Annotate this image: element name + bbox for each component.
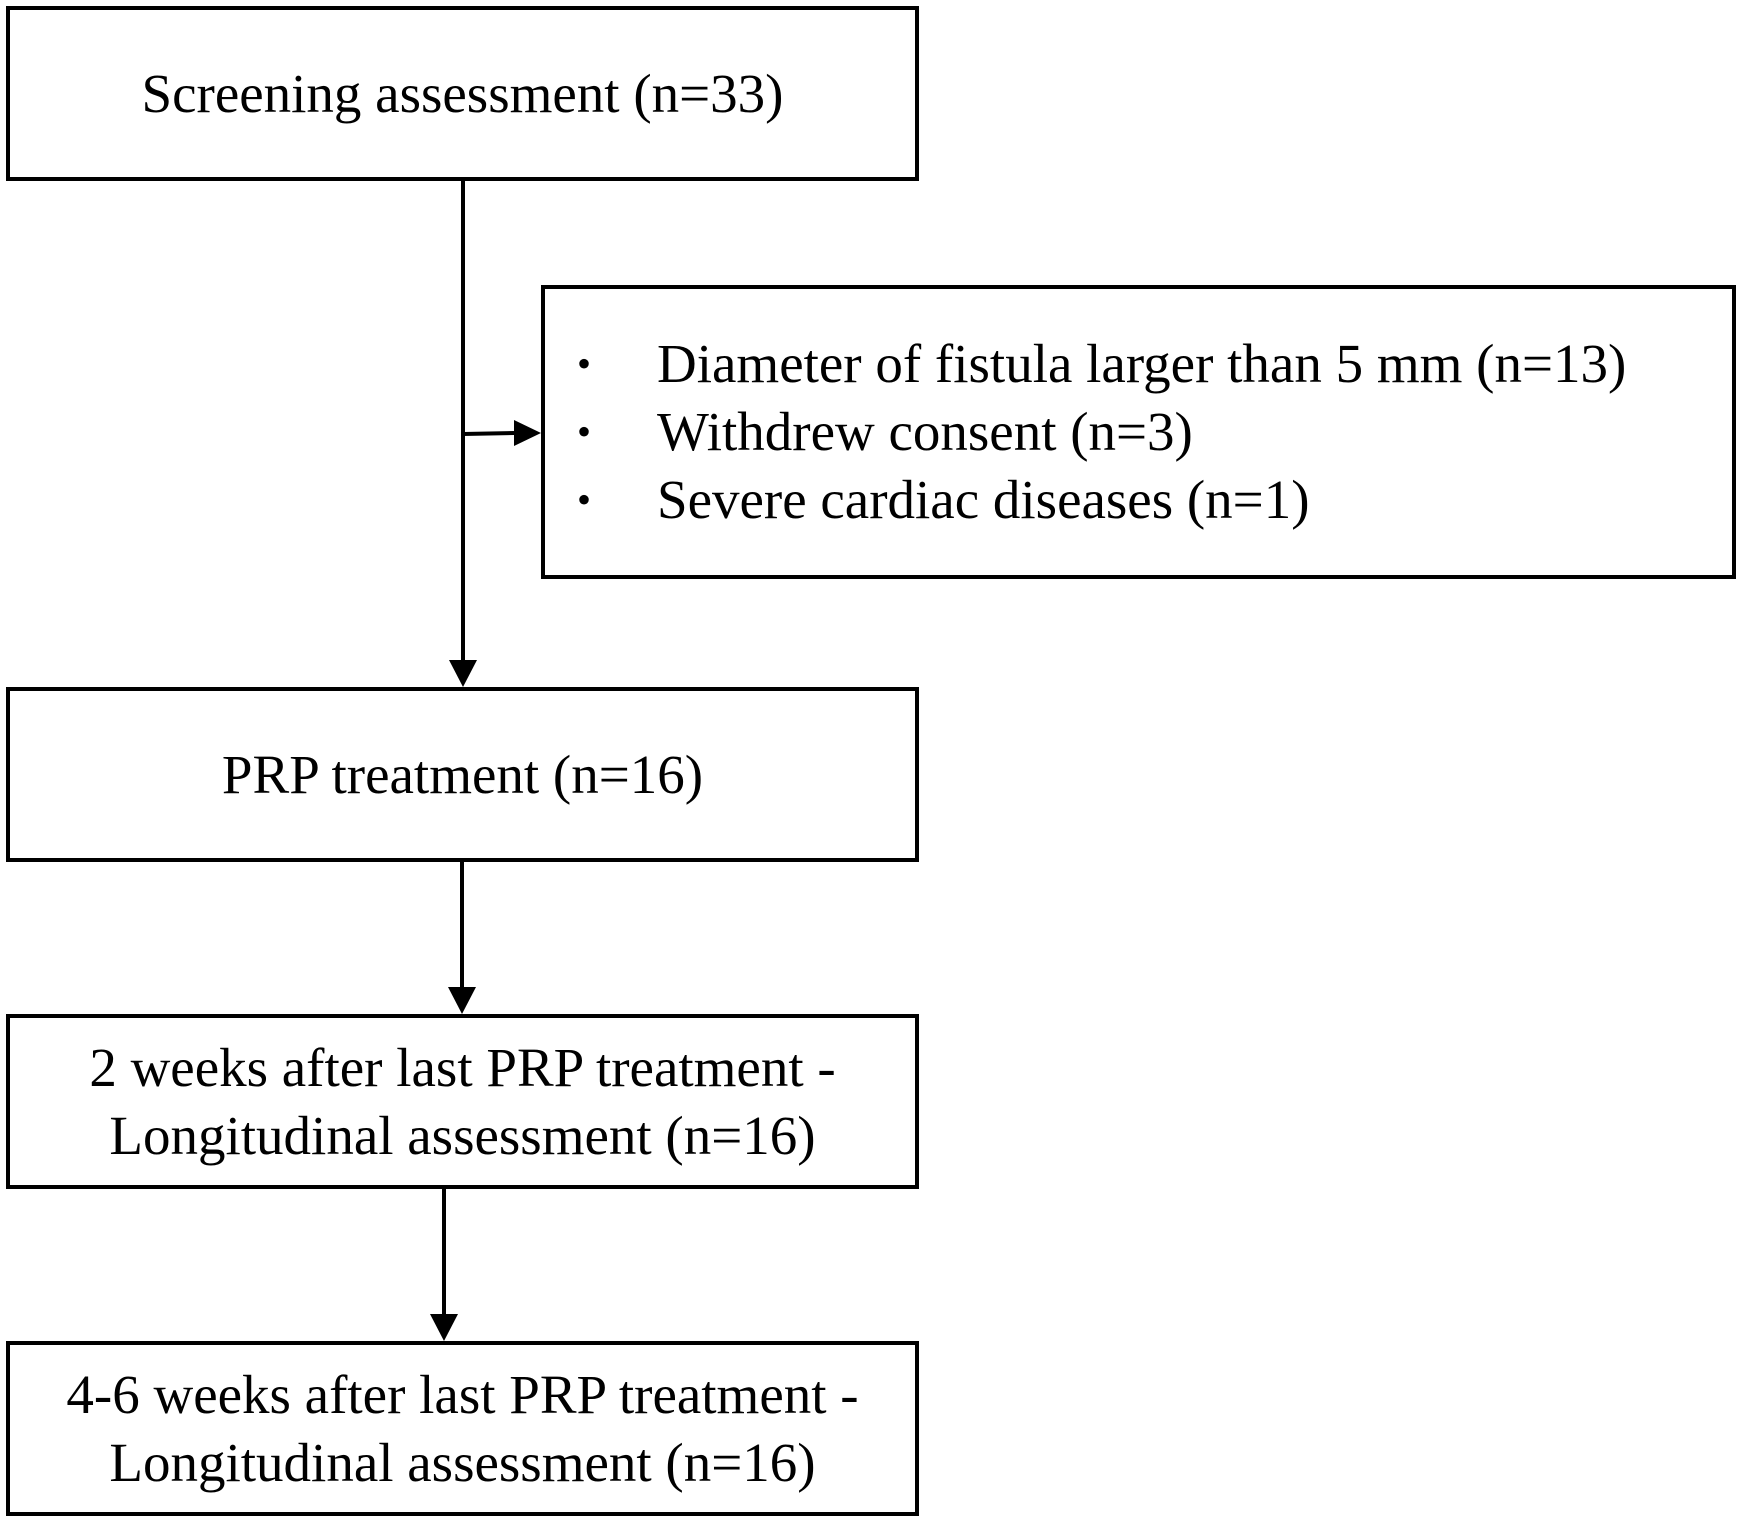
exclusion-item: • Withdrew consent (n=3) bbox=[577, 398, 1626, 466]
arrowhead-prp bbox=[449, 660, 477, 687]
screening-box: Screening assessment (n=33) bbox=[6, 6, 919, 181]
two-weeks-box: 2 weeks after last PRP treatment - Longi… bbox=[6, 1014, 919, 1189]
exclusion-list: • Diameter of fistula larger than 5 mm (… bbox=[545, 330, 1626, 534]
two-weeks-line1: 2 weeks after last PRP treatment - bbox=[89, 1036, 836, 1098]
exclusion-box: • Diameter of fistula larger than 5 mm (… bbox=[541, 285, 1736, 579]
four-to-six-weeks-line1: 4-6 weeks after last PRP treatment - bbox=[66, 1363, 859, 1425]
prp-treatment-label: PRP treatment (n=16) bbox=[221, 743, 704, 805]
four-to-six-weeks-line2: Longitudinal assessment (n=16) bbox=[109, 1431, 816, 1493]
bullet-icon: • bbox=[577, 477, 592, 522]
bullet-icon: • bbox=[577, 409, 592, 454]
exclusion-item: • Severe cardiac diseases (n=1) bbox=[577, 466, 1626, 534]
arrow-branch-to-exclusion bbox=[462, 431, 515, 436]
two-weeks-line2: Longitudinal assessment (n=16) bbox=[109, 1104, 816, 1166]
prp-treatment-box: PRP treatment (n=16) bbox=[6, 687, 919, 862]
exclusion-item-label: Severe cardiac diseases (n=1) bbox=[657, 469, 1310, 530]
screening-label: Screening assessment (n=33) bbox=[141, 62, 784, 124]
exclusion-item-label: Diameter of fistula larger than 5 mm (n=… bbox=[657, 333, 1627, 394]
arrowhead-4to6weeks bbox=[430, 1314, 458, 1341]
exclusion-item-label: Withdrew consent (n=3) bbox=[657, 401, 1193, 462]
bullet-icon: • bbox=[577, 341, 592, 386]
exclusion-item: • Diameter of fistula larger than 5 mm (… bbox=[577, 330, 1626, 398]
four-to-six-weeks-box: 4-6 weeks after last PRP treatment - Lon… bbox=[6, 1341, 919, 1516]
arrowhead-2weeks bbox=[448, 987, 476, 1014]
arrowhead-exclusion bbox=[514, 420, 541, 446]
